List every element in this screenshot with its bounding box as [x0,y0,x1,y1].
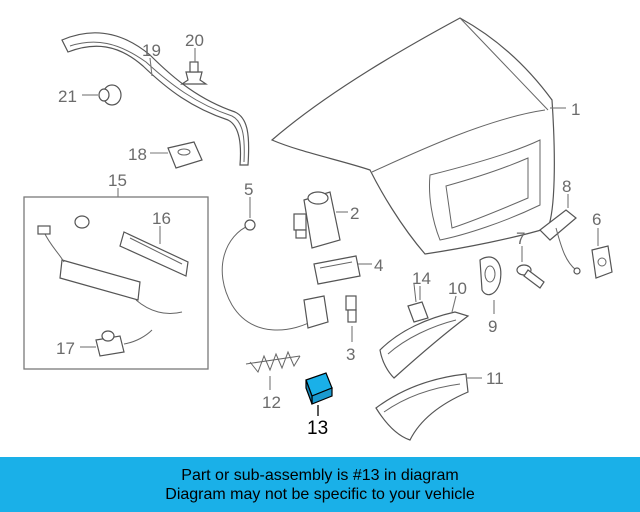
trim-piece-part [379,311,470,379]
callout-6: 6 [592,210,601,229]
callout-9: 9 [488,317,497,336]
latch-part [303,295,329,329]
grommet-part [98,84,122,106]
lock-actuator-part [293,191,341,249]
socket-part [95,329,153,357]
callout-14: 14 [412,269,431,288]
parts-diagram: 1 2 3 4 5 6 7 8 9 10 11 12 13 14 15 16 1… [23,17,613,441]
clip-part [180,61,208,85]
lamp-housing-part [479,256,502,296]
callout-19: 19 [142,41,161,60]
striker-part [345,295,357,323]
callout-1: 1 [571,100,580,119]
callout-15: 15 [108,171,127,190]
callout-10: 10 [448,279,467,298]
weatherstrip-seal-part [61,32,250,166]
banner-line-part-number: Part or sub-assembly is #13 in diagram [181,466,459,484]
lamp-part [167,141,203,169]
spring-part [245,350,301,373]
info-banner: Part or sub-assembly is #13 in diagram D… [0,457,640,512]
callout-2: 2 [350,204,359,223]
trunk-lid-part [270,17,555,255]
leader-10 [451,295,457,313]
callout-20: 20 [185,31,204,50]
release-assembly-part [37,215,183,314]
cable-part [221,219,319,331]
assembly-15-box [23,196,209,370]
callout-17: 17 [56,339,75,358]
leader-19 [149,57,153,77]
callout-18: 18 [128,145,147,164]
callout-16: 16 [152,209,171,228]
callout-3: 3 [346,345,355,364]
bolt-part [516,264,545,289]
callout-13: 13 [307,418,328,439]
callout-11: 11 [486,369,504,388]
hinge-bracket-part [591,245,613,279]
highlighted-part-13 [305,372,333,405]
callout-8: 8 [562,177,571,196]
callout-4: 4 [374,256,383,275]
handle-bar-part [119,231,189,277]
trim-clip-part [407,283,429,323]
bracket-part [313,255,361,285]
liner-part [375,373,469,441]
hinge-part [539,209,581,275]
callout-5: 5 [244,180,253,199]
callout-12: 12 [262,393,281,412]
callout-21: 21 [58,87,77,106]
banner-line-disclaimer: Diagram may not be specific to your vehi… [165,485,475,503]
callout-7: 7 [516,229,525,248]
